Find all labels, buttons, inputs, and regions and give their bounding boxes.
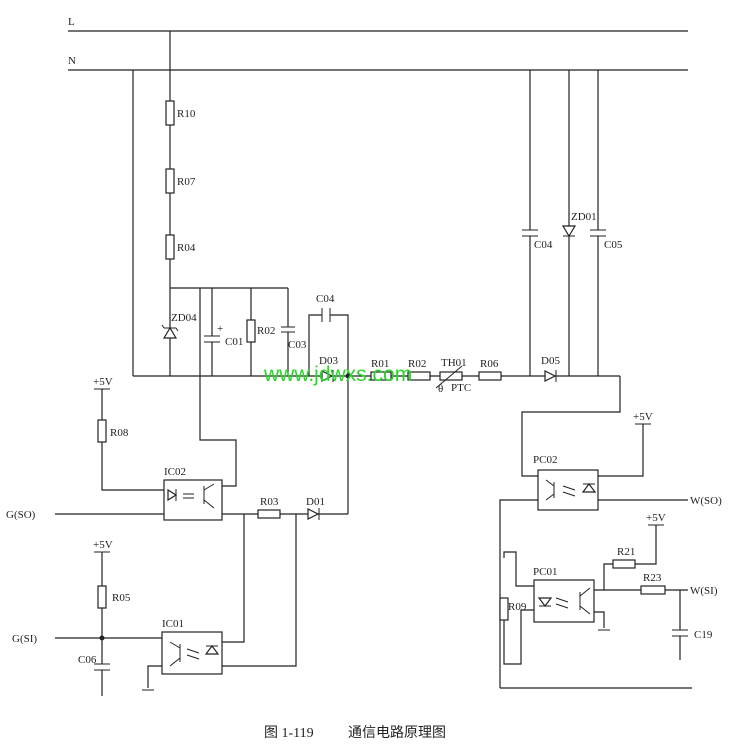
resistor-r01: R01 <box>370 358 392 381</box>
pc02-collector-wire <box>521 376 621 477</box>
resistor-r04 <box>165 234 175 260</box>
l-divider-chain: R10 R07 R04 <box>165 31 196 376</box>
optocoupler-ic01-label: IC01 <box>162 618 184 630</box>
capacitor-c03: C03 <box>281 288 307 376</box>
optocoupler-ic02-label: IC02 <box>164 466 186 478</box>
junction-g-si <box>99 635 105 641</box>
rail-l-label: L <box>68 16 75 28</box>
resistor-r08-label: R08 <box>110 427 129 439</box>
resistor-r02a-label: R02 <box>257 325 275 337</box>
thermistor-type: PTC <box>451 382 471 394</box>
resistor-r10 <box>165 100 175 126</box>
supply-right-bottom-label: +5V <box>646 512 666 524</box>
resistor-r05-label: R05 <box>112 592 131 604</box>
zener-zd04: ZD04 <box>161 312 197 339</box>
resistor-r04-label: R04 <box>177 242 196 254</box>
diode-d03: D03 <box>319 355 338 382</box>
optocoupler-pc02: PC02 <box>533 454 599 511</box>
capacitor-c01: + C01 <box>204 288 243 376</box>
supply-right-bottom: +5V <box>635 512 666 565</box>
resistor-r10-label: R10 <box>177 108 196 120</box>
resistor-r02-vertical: R02 <box>246 288 275 376</box>
ic01-emitter-wire <box>222 514 297 667</box>
capacitor-c04-right: C04 <box>522 70 553 376</box>
ic02-collector-wire <box>199 288 237 487</box>
capacitor-c19: C19 <box>672 590 713 660</box>
optocoupler-pc01: PC01 <box>533 566 595 623</box>
capacitor-c05-label: C05 <box>604 239 623 251</box>
diode-d05-label: D05 <box>541 355 560 367</box>
signal-w-so: W(SO) <box>690 495 722 507</box>
capacitor-c04-left: C04 <box>308 293 349 376</box>
resistor-r01-label: R01 <box>371 358 389 370</box>
resistor-r07-label: R07 <box>177 176 196 188</box>
watermark: www.jdwxs.com <box>263 363 412 386</box>
supply-left-bottom: +5V R05 <box>93 539 131 664</box>
resistor-r21-label: R21 <box>617 546 635 558</box>
capacitor-c01-polarity: + <box>217 323 223 335</box>
capacitor-c06-label: C06 <box>78 654 97 666</box>
signal-g-so: G(SO) <box>6 509 36 521</box>
rail-n: N <box>68 55 688 71</box>
diode-d01: D01 <box>306 496 325 520</box>
diode-d01-label: D01 <box>306 496 325 508</box>
capacitor-c19-label: C19 <box>694 629 713 641</box>
resistor-r02b-label: R02 <box>408 358 426 370</box>
capacitor-c05: C05 <box>590 70 623 376</box>
diode-d03-label: D03 <box>319 355 338 367</box>
thermistor-symbol: θ <box>438 383 443 395</box>
optocoupler-pc02-label: PC02 <box>533 454 557 466</box>
resistor-r08 <box>97 419 107 443</box>
resistor-r03: R03 <box>257 496 281 519</box>
resistor-r02-horizontal: R02 <box>407 358 431 381</box>
optocoupler-ic01: IC01 <box>161 618 223 675</box>
diode-d05: D05 <box>541 355 560 382</box>
caption-title: 通信电路原理图 <box>348 725 446 741</box>
zener-zd01: ZD01 <box>561 70 597 376</box>
resistor-r02a <box>246 319 256 343</box>
capacitor-c01-label: C01 <box>225 336 243 348</box>
caption-figure-number: 图 1-119 <box>264 726 314 741</box>
capacitor-c06: C06 <box>78 654 110 696</box>
optocoupler-ic02: IC02 <box>163 466 223 521</box>
rail-n-label: N <box>68 55 76 67</box>
thermistor-th01: TH01 θ PTC <box>435 357 471 395</box>
capacitor-c03-label: C03 <box>288 339 307 351</box>
resistor-r21: R21 <box>594 546 636 591</box>
figure-caption: 图 1-119 通信电路原理图 <box>264 725 446 741</box>
resistor-r03-label: R03 <box>260 496 279 508</box>
supply-right-top: +5V <box>598 411 653 477</box>
pc01-ground-wire <box>594 611 605 628</box>
ic01-ground-wire <box>147 665 162 688</box>
capacitor-c04a-label: C04 <box>316 293 335 305</box>
supply-left-bottom-label: +5V <box>93 539 113 551</box>
zener-zd04-label: ZD04 <box>171 312 197 324</box>
resistor-r09: R09 <box>499 551 534 665</box>
signal-w-si: W(SI) <box>690 585 718 597</box>
zener-zd01-label: ZD01 <box>571 211 597 223</box>
supply-left-top-label: +5V <box>93 376 113 388</box>
resistor-r05 <box>97 585 107 609</box>
resistor-r06-label: R06 <box>480 358 499 370</box>
resistor-r09-label: R09 <box>508 601 527 613</box>
signal-g-si: G(SI) <box>12 633 37 645</box>
resistor-r06: R06 <box>478 358 502 381</box>
rail-l: L <box>68 16 688 32</box>
ic01-collector-wire <box>222 514 245 643</box>
capacitor-c04b-label: C04 <box>534 239 553 251</box>
pc02-emitter-wire <box>499 499 538 688</box>
resistor-r23-label: R23 <box>643 572 662 584</box>
optocoupler-pc01-label: PC01 <box>533 566 557 578</box>
resistor-r07 <box>165 168 175 194</box>
resistor-r23: R23 <box>604 572 688 595</box>
thermistor-name: TH01 <box>441 357 467 369</box>
supply-right-top-label: +5V <box>633 411 653 423</box>
supply-left-top: +5V R08 <box>93 376 164 491</box>
